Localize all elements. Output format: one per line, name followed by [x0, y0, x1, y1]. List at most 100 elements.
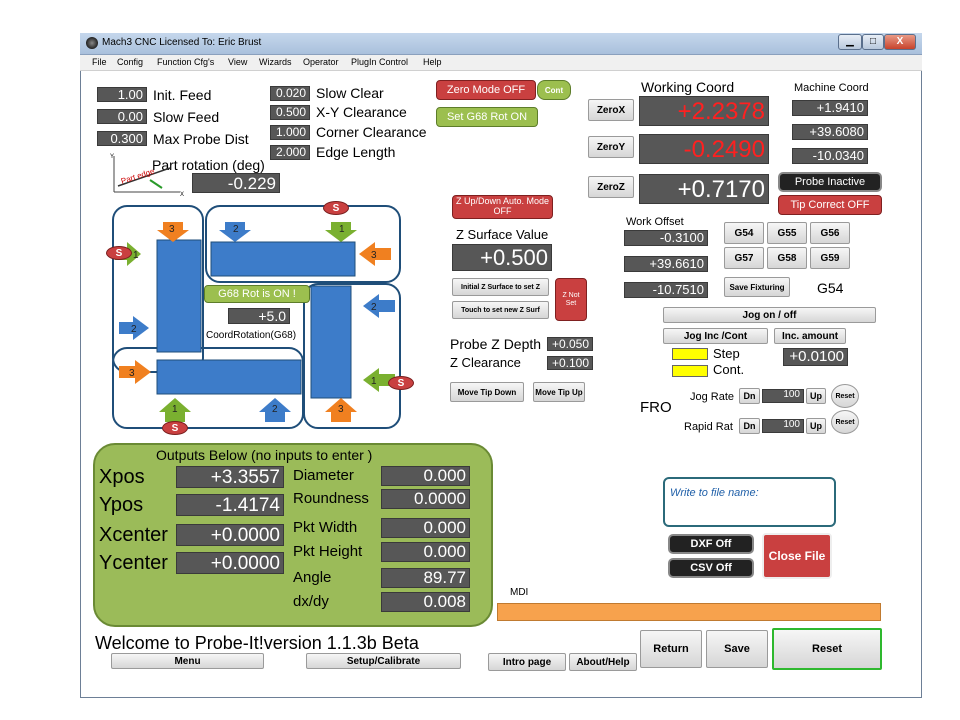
y-axis-glyph: Y [110, 154, 114, 160]
window-title: Mach3 CNC Licensed To: Eric Brust [102, 37, 262, 48]
touch-new-z-surf-button[interactable]: Touch to set new Z Surf [452, 301, 549, 319]
jog-rate-value[interactable]: 100 [762, 389, 804, 403]
reset-button[interactable]: Reset [772, 628, 882, 670]
xpos-value: +3.3557 [176, 466, 284, 488]
probe-z-depth-label: Probe Z Depth [450, 336, 542, 352]
arrow-label-3b: 3 [371, 250, 377, 261]
slow-clear-value[interactable]: 0.020 [270, 86, 310, 101]
rapid-rate-value[interactable]: 100 [762, 419, 804, 433]
working-z-dro: +0.7170 [639, 174, 769, 204]
menu-view[interactable]: View [228, 57, 248, 67]
menu-help[interactable]: Help [423, 57, 442, 67]
x-axis-glyph: X [180, 192, 184, 196]
ycenter-label: Ycenter [99, 552, 168, 574]
g68-status-button[interactable]: G68 Rot is ON ! [204, 285, 310, 303]
pkt-height-value: 0.000 [381, 542, 470, 562]
rapid-rate-up-button[interactable]: Up [806, 418, 826, 434]
write-file-name-box[interactable]: Write to file name: [663, 477, 836, 527]
save-fixturing-button[interactable]: Save Fixturing [724, 277, 790, 297]
tip-correct-button[interactable]: Tip Correct OFF [778, 195, 882, 215]
edge-length-value[interactable]: 2.000 [270, 145, 310, 160]
rapid-rate-dn-button[interactable]: Dn [739, 418, 760, 434]
edge-length-label: Edge Length [316, 144, 396, 160]
slow-feed-label: Slow Feed [153, 109, 220, 125]
work-offset-x: -0.3100 [624, 230, 708, 246]
z-clearance-value[interactable]: +0.100 [547, 356, 593, 370]
pkt-height-label: Pkt Height [293, 543, 363, 560]
jog-rate-label: Jog Rate [690, 391, 735, 403]
menu-button[interactable]: Menu [111, 653, 264, 669]
g57-button[interactable]: G57 [724, 247, 764, 269]
corner-clearance-value[interactable]: 1.000 [270, 125, 310, 140]
slow-clear-label: Slow Clear [316, 85, 384, 101]
probe-z-depth-value[interactable]: +0.050 [547, 337, 593, 351]
start-s-top[interactable]: S [323, 201, 349, 215]
maximize-button[interactable]: □ [862, 34, 884, 50]
move-tip-up-button[interactable]: Move Tip Up [533, 382, 585, 402]
menu-plugin-control[interactable]: PlugIn Control [351, 57, 409, 67]
minimize-button[interactable]: ▁ [838, 34, 862, 50]
zero-y-button[interactable]: ZeroY [588, 136, 634, 158]
work-offset-z: -10.7510 [624, 282, 708, 298]
initial-z-surface-button[interactable]: Initial Z Surface to set Z [452, 278, 549, 296]
start-s-bottom[interactable]: S [162, 421, 188, 435]
g54-button[interactable]: G54 [724, 222, 764, 244]
inc-amount-value[interactable]: +0.0100 [783, 348, 848, 366]
csv-toggle-button[interactable]: CSV Off [668, 558, 754, 578]
jog-rate-reset-button[interactable]: Reset [831, 384, 859, 408]
init-feed-label: Init. Feed [153, 87, 212, 103]
step-label: Step [713, 346, 740, 361]
move-tip-down-button[interactable]: Move Tip Down [450, 382, 524, 402]
max-probe-dist-value[interactable]: 0.300 [97, 131, 147, 146]
return-button[interactable]: Return [640, 630, 702, 668]
g55-button[interactable]: G55 [767, 222, 807, 244]
diameter-value: 0.000 [381, 466, 470, 486]
jog-rate-dn-button[interactable]: Dn [739, 388, 760, 404]
zero-z-button[interactable]: ZeroZ [588, 176, 634, 198]
z-not-set-indicator: Z Not Set [555, 278, 587, 321]
intro-page-button[interactable]: Intro page [488, 653, 566, 671]
init-feed-value[interactable]: 1.00 [97, 87, 147, 102]
zero-x-button[interactable]: ZeroX [588, 99, 634, 121]
menu-file[interactable]: File [92, 57, 107, 67]
app-icon [86, 37, 98, 49]
mdi-input[interactable] [497, 603, 881, 621]
arrow-label-1c: 1 [371, 376, 377, 387]
setup-calibrate-button[interactable]: Setup/Calibrate [306, 653, 461, 669]
menu-config[interactable]: Config [117, 57, 144, 67]
start-s-right[interactable]: S [388, 376, 414, 390]
jog-inc-cont-button[interactable]: Jog Inc /Cont [663, 328, 768, 344]
rapid-rate-reset-button[interactable]: Reset [831, 410, 859, 434]
jog-on-off-button[interactable]: Jog on / off [663, 307, 876, 323]
close-window-button[interactable]: X [884, 34, 916, 50]
menu-function-cfgs[interactable]: Function Cfg's [157, 57, 215, 67]
arrow-label-1d: 1 [172, 404, 178, 415]
z-updown-auto-button[interactable]: Z Up/Down Auto. Mode OFF [452, 195, 553, 219]
corner-clearance-label: Corner Clearance [316, 124, 427, 140]
ycenter-value: +0.0000 [176, 552, 284, 574]
xy-clearance-value[interactable]: 0.500 [270, 105, 310, 120]
g58-button[interactable]: G58 [767, 247, 807, 269]
menu-wizards[interactable]: Wizards [259, 57, 292, 67]
inc-amount-button[interactable]: Inc. amount [774, 328, 846, 344]
zero-mode-button[interactable]: Zero Mode OFF [436, 80, 536, 100]
rapid-rate-label: Rapid Rat [684, 421, 733, 433]
set-g68-rot-button[interactable]: Set G68 Rot ON [436, 107, 538, 127]
g59-button[interactable]: G59 [810, 247, 850, 269]
cont-button[interactable]: Cont [537, 80, 571, 100]
close-file-button[interactable]: Close File [762, 533, 832, 579]
title-bar[interactable]: Mach3 CNC Licensed To: Eric Brust ▁ □ X [80, 33, 922, 55]
about-help-button[interactable]: About/Help [569, 653, 637, 671]
start-s-left[interactable]: S [106, 246, 132, 260]
slow-feed-value[interactable]: 0.00 [97, 109, 147, 124]
probe-diagram[interactable]: 3 1 2 2 1 3 2 1 3 3 1 2 [105, 200, 405, 438]
jog-rate-up-button[interactable]: Up [806, 388, 826, 404]
g56-button[interactable]: G56 [810, 222, 850, 244]
g68-rotation-value: +5.0 [228, 308, 290, 324]
save-button[interactable]: Save [706, 630, 768, 668]
write-file-name-label: Write to file name: [670, 487, 759, 499]
menu-operator[interactable]: Operator [303, 57, 339, 67]
z-surface-value: +0.500 [452, 244, 552, 271]
arrow-label-2d: 2 [272, 404, 278, 415]
dxf-toggle-button[interactable]: DXF Off [668, 534, 754, 554]
